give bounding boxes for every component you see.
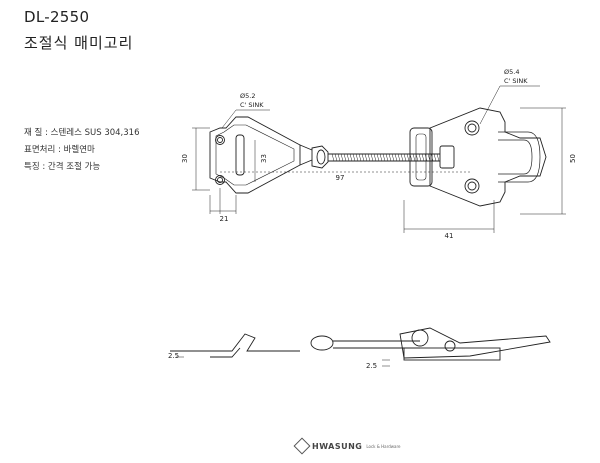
spec-value: 스텐레스 SUS 304,316 [50, 128, 140, 138]
dim-right-width: 41 [445, 232, 454, 240]
side-view [170, 327, 551, 367]
thread-mark [400, 153, 404, 162]
thread-mark [382, 153, 386, 162]
dim-left-height: 30 [181, 154, 189, 163]
dim-right-height: 50 [569, 154, 577, 163]
latch-base [409, 107, 547, 207]
thread-mark [373, 153, 377, 162]
right-hole-dia: Ø5.4 [504, 68, 519, 76]
spec-label: 특징 [24, 162, 48, 172]
thread-mark [331, 153, 335, 162]
thread-mark [406, 153, 410, 162]
spec-material: 재 질스텐레스 SUS 304,316 [24, 126, 139, 138]
thread-mark [346, 153, 350, 162]
threaded-rod [311, 145, 440, 169]
left-hole-dia: Ø5.2 [240, 92, 255, 100]
thread-mark [385, 153, 389, 162]
keeper-plate [209, 116, 313, 194]
thread-mark [388, 153, 392, 162]
thread-mark [370, 153, 374, 162]
dim-left-width: 21 [220, 215, 229, 223]
brand-suffix: Lock & Hardware [366, 443, 401, 449]
thread-mark [403, 153, 407, 162]
thread-mark [358, 153, 362, 162]
thread-mark [352, 153, 356, 162]
thread-mark [391, 153, 395, 162]
spec-label: 재 질 [24, 128, 51, 138]
spec-value: 바렐연마 [63, 145, 95, 155]
footer-logo: HWASUNG Lock & Hardware [293, 437, 401, 455]
thread-mark [334, 153, 338, 162]
left-hole-note: C' SINK [240, 101, 264, 109]
thread-mark [343, 153, 347, 162]
spec-label: 표면처리 [24, 145, 64, 155]
dimension-lines [192, 85, 566, 233]
thread-mark [337, 153, 341, 162]
dim-span: 97 [336, 174, 345, 182]
spec-finish: 표면처리바렐연마 [24, 143, 95, 155]
dim-side-thick-right: 2.5 [366, 362, 377, 370]
brand-name: HWASUNG [312, 441, 363, 451]
thread-mark [364, 153, 368, 162]
brand-logo-icon [293, 437, 311, 455]
thread-lines [331, 153, 440, 162]
thread-mark [394, 153, 398, 162]
thread-mark [367, 153, 371, 162]
thread-mark [340, 153, 344, 162]
thread-mark [412, 153, 416, 162]
thread-mark [418, 153, 422, 162]
thread-mark [433, 153, 437, 162]
thread-mark [361, 153, 365, 162]
spec-value: 간격 조절 가능 [47, 162, 101, 172]
product-name: 조절식 매미고리 [24, 34, 134, 52]
thread-mark [376, 153, 380, 162]
thread-mark [355, 153, 359, 162]
thread-mark [397, 153, 401, 162]
model-number: DL-2550 [24, 8, 90, 26]
dim-side-thick-left: 2.5 [168, 352, 179, 360]
right-hole-note: C' SINK [504, 77, 528, 85]
thread-mark [436, 153, 440, 162]
thread-mark [421, 153, 425, 162]
thread-mark [349, 153, 353, 162]
thread-mark [415, 153, 419, 162]
spec-feature: 특징간격 조절 가능 [24, 160, 100, 172]
dim-left-inner: 33 [260, 154, 268, 163]
thread-mark [379, 153, 383, 162]
